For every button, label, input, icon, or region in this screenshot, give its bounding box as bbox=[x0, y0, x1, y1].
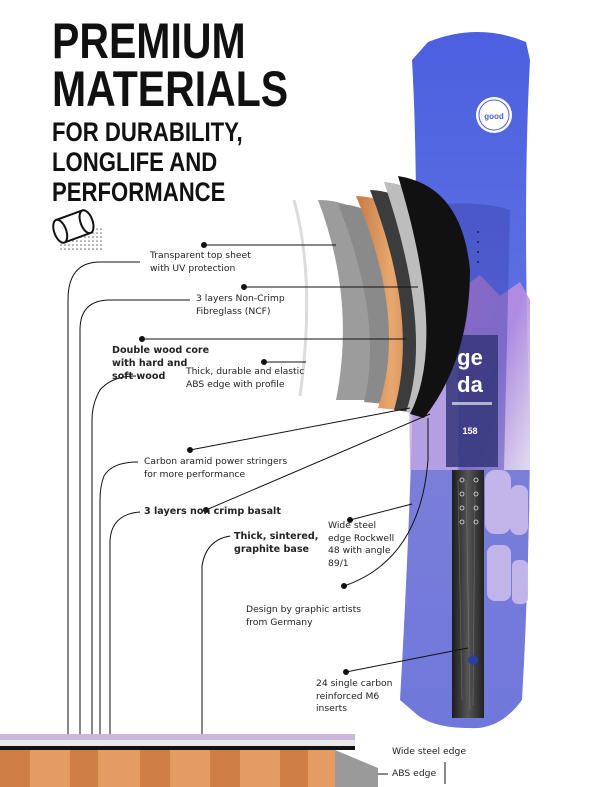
headline-line-2: MATERIALS bbox=[52, 60, 289, 117]
headline-line-3: FOR DURABILITY, bbox=[52, 117, 243, 147]
material-icon bbox=[52, 209, 104, 252]
callout-text: 24 single carbon bbox=[316, 678, 393, 689]
callout-text: graphite base bbox=[234, 544, 310, 556]
callout-text: ABS edge with profile bbox=[186, 378, 285, 390]
callout-text: 3 layers non crimp basalt bbox=[144, 506, 281, 517]
callout-text: from Germany bbox=[246, 616, 313, 628]
svg-text:158: 158 bbox=[462, 426, 477, 436]
board-cross-section bbox=[0, 734, 378, 787]
callout-text: for more performance bbox=[144, 468, 246, 480]
callout-text: reinforced M6 bbox=[316, 690, 380, 702]
callout-text: Fibreglass (NCF) bbox=[196, 305, 271, 317]
callout-top-sheet: Transparent top sheet with UV protection bbox=[150, 250, 251, 275]
callout-basalt: 3 layers non crimp basalt bbox=[144, 505, 281, 518]
callout-text: 3 layers Non-Crimp bbox=[196, 293, 285, 304]
exploded-layers bbox=[292, 176, 470, 418]
callout-text: 48 with angle bbox=[328, 545, 391, 557]
callout-text: soft wood bbox=[112, 371, 166, 383]
svg-text:good: good bbox=[484, 112, 504, 121]
callout-text: Transparent top sheet bbox=[150, 250, 251, 261]
callout-base: Thick, sintered, graphite base bbox=[234, 530, 318, 556]
callout-text: Double wood core bbox=[112, 345, 210, 356]
callout-text: 89/1 bbox=[328, 558, 349, 570]
callout-wide-steel-edge: Wide steel edge bbox=[392, 746, 466, 757]
callout-fibreglass: 3 layers Non-Crimp Fibreglass (NCF) bbox=[196, 293, 285, 318]
callout-carbon-stringers: Carbon aramid power stringers for more p… bbox=[144, 456, 287, 481]
headline-line-5: PERFORMANCE bbox=[52, 177, 226, 208]
callout-text: inserts bbox=[316, 703, 347, 715]
callout-text: Design by graphic artists bbox=[246, 604, 361, 615]
leader-lines bbox=[67, 242, 469, 784]
svg-text:da: da bbox=[457, 372, 483, 397]
headline: PREMIUM MATERIALS FOR DURABILITY, LONGLI… bbox=[52, 13, 289, 208]
callout-steel-edge: Wide steel edge Rockwell 48 with angle 8… bbox=[328, 520, 394, 571]
headline-line-1: PREMIUM bbox=[52, 13, 246, 69]
callout-text: Carbon aramid power stringers bbox=[144, 456, 288, 467]
callout-abs-edge-profile: Thick, durable and elastic ABS edge with… bbox=[186, 366, 304, 391]
callout-text: Thick, durable and elastic bbox=[186, 366, 305, 377]
callout-text: with hard and bbox=[112, 358, 188, 370]
svg-text:ge: ge bbox=[457, 345, 483, 370]
callout-text: with UV protection bbox=[150, 262, 236, 274]
callout-text: Wide steel bbox=[328, 520, 377, 531]
callout-inserts: 24 single carbon reinforced M6 inserts bbox=[316, 678, 392, 716]
headline-line-4: LONGLIFE AND bbox=[52, 147, 218, 178]
callout-text: edge Rockwell bbox=[328, 532, 395, 544]
callout-abs-edge: ABS edge bbox=[392, 768, 437, 779]
callout-text: Thick, sintered, bbox=[234, 531, 319, 542]
callout-wood-core: Double wood core with hard and soft wood bbox=[112, 344, 209, 384]
callout-design: Design by graphic artists from Germany bbox=[246, 604, 361, 629]
